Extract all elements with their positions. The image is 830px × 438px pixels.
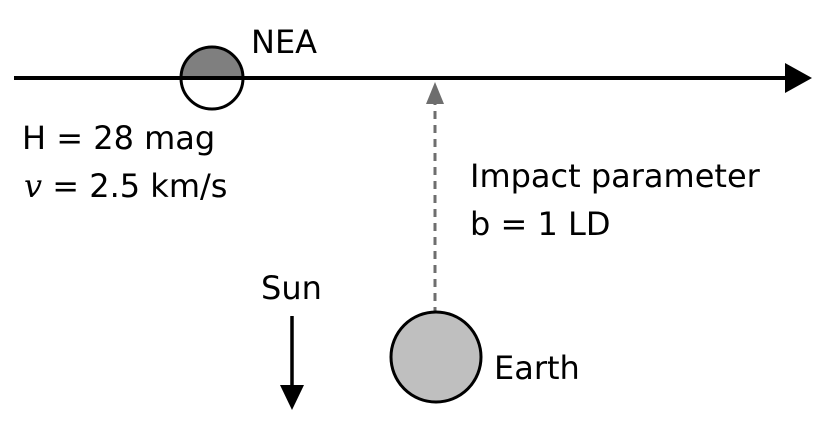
velocity-label: v = 2.5 km/s xyxy=(24,170,227,202)
trajectory-arrowhead xyxy=(785,63,812,93)
sun-direction-arrowhead xyxy=(280,385,304,410)
nea-label: NEA xyxy=(251,23,318,61)
velocity-value: = 2.5 km/s xyxy=(52,167,228,205)
velocity-symbol: v xyxy=(24,167,43,205)
impact-parameter-value: b = 1 LD xyxy=(470,205,611,243)
impact-parameter-label: Impact parameter xyxy=(470,157,760,195)
earth-circle xyxy=(389,310,483,404)
earth-label: Earth xyxy=(494,349,580,387)
impact-parameter-arrowhead xyxy=(426,82,444,104)
sun-label: Sun xyxy=(261,269,322,307)
magnitude-label: H = 28 mag xyxy=(22,119,216,157)
nea-asteroid xyxy=(179,45,245,111)
